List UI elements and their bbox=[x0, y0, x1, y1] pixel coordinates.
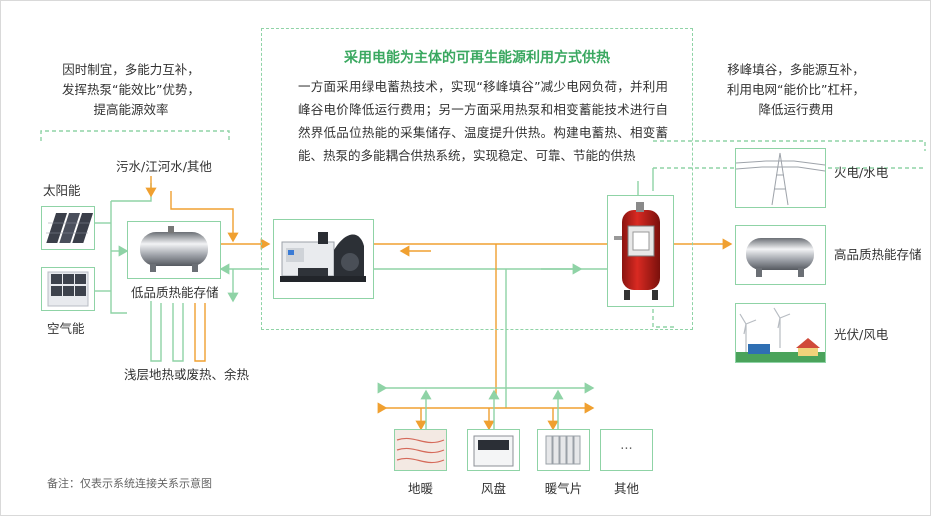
right-caption-3: 降低运行费用 bbox=[758, 102, 834, 117]
floor-heating-icon bbox=[395, 430, 446, 470]
sewage-label: 污水/江河水/其他 bbox=[116, 159, 212, 174]
low-grade-storage-label: 低品质热能存储 bbox=[131, 285, 219, 300]
footnote: 备注：仅表示系统连接关系示意图 bbox=[47, 477, 212, 490]
left-caption-3: 提高能源效率 bbox=[93, 102, 169, 117]
terminal-label-radiator: 暖气片 bbox=[544, 481, 583, 496]
low-grade-tank-box bbox=[127, 221, 221, 279]
terminal-label-floor: 地暖 bbox=[407, 481, 433, 496]
thermal-hydro-label: 火电/水电 bbox=[834, 165, 889, 180]
solar-panel-icon bbox=[46, 213, 94, 243]
terminal-label-fan-coil: 风盘 bbox=[480, 481, 506, 496]
center-description-panel: 采用电能为主体的可再生能源利用方式供热 一方面采用绿电蓄热技术，实现“移峰填谷”… bbox=[261, 28, 693, 330]
fan-coil-icon bbox=[473, 435, 514, 467]
pv-wind-box bbox=[735, 303, 826, 363]
center-body: 一方面采用绿电蓄热技术，实现“移峰填谷”减少电网负荷，并利用峰谷电价降低运行费用… bbox=[298, 79, 668, 163]
wind-solar-icon bbox=[736, 307, 825, 362]
left-caption-1: 因时制宜，多能力互补， bbox=[62, 62, 200, 77]
floor-heating-box bbox=[394, 429, 447, 471]
air-unit-box bbox=[41, 267, 95, 311]
right-caption-1: 移峰填谷，多能源互补， bbox=[727, 62, 865, 77]
shallow-geo-label: 浅层地热或废热、余热 bbox=[124, 367, 250, 382]
electric-boiler-icon bbox=[614, 202, 660, 300]
other-box: ··· bbox=[600, 429, 653, 471]
right-caption-2: 利用电网“能价比”杠杆， bbox=[727, 82, 865, 97]
high-grade-tank-box bbox=[735, 225, 826, 285]
heat-pump-icon bbox=[280, 232, 366, 282]
fan-coil-box bbox=[467, 429, 520, 471]
terminal-label-other: 其他 bbox=[613, 481, 639, 496]
tank-icon bbox=[140, 226, 208, 272]
high-grade-storage-label: 高品质热能存储 bbox=[834, 247, 922, 262]
solar-label: 太阳能 bbox=[43, 183, 81, 198]
air-label: 空气能 bbox=[47, 321, 85, 336]
tank-icon bbox=[746, 238, 814, 277]
radiator-icon bbox=[545, 435, 581, 465]
solar-panel-box bbox=[41, 206, 95, 250]
air-unit-icon bbox=[47, 271, 89, 307]
center-title: 采用电能为主体的可再生能源利用方式供热 bbox=[344, 50, 610, 66]
other-symbol: ··· bbox=[620, 442, 633, 457]
electric-boiler-box bbox=[607, 195, 674, 307]
heat-pump-box bbox=[273, 219, 374, 299]
pv-wind-label: 光伏/风电 bbox=[834, 327, 889, 342]
power-tower-box bbox=[735, 148, 826, 208]
radiator-box bbox=[537, 429, 590, 471]
left-caption-2: 发挥热泵“能效比”优势， bbox=[62, 82, 200, 97]
power-tower-icon bbox=[735, 152, 826, 206]
